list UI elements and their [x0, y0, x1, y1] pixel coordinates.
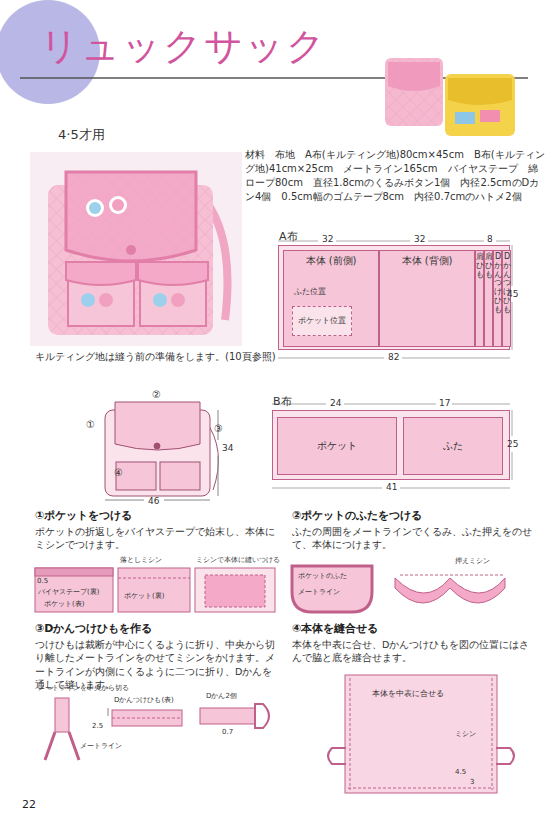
step4-illustration [328, 675, 514, 793]
note-text: 材料 布地 A布(キルティング地)80cm×45cm B布(キルティング地)41… [245, 148, 545, 204]
label: 2.5 [92, 722, 103, 732]
label: ミシンで本体に縫いつける [196, 556, 280, 566]
label: 本体を中表に合せる [372, 688, 444, 699]
label: ② [152, 388, 161, 402]
label: バイヤステープ(裏) [38, 588, 99, 598]
label: ポケット(表) [44, 600, 84, 610]
pattern-piece: ポケット [277, 417, 397, 475]
piece-label: 本体 (背側) [380, 251, 474, 267]
label: 3 [470, 778, 474, 788]
label: 8 [487, 233, 493, 246]
step-heading: 22 [22, 797, 36, 812]
label: ポケットのふた [298, 572, 347, 582]
label: 24 [330, 397, 341, 410]
label: ポケット(裏) [124, 592, 164, 602]
piece-label: ポケット [317, 440, 357, 452]
label: ふた位置 [294, 286, 326, 297]
position-mark: ポケット位置 [292, 306, 352, 336]
piece-heading: B布 [273, 395, 292, 408]
label: ③ [214, 422, 223, 436]
pattern-piece: 本体 (背側) [379, 250, 475, 347]
piece-label: ポケット位置 [298, 316, 346, 326]
note-text: つけひもは裁断が中心にくるように折り、中央から切り離したメートラインをのせてミシ… [35, 638, 280, 691]
dimension-lines [272, 241, 512, 488]
label: 34 [222, 442, 233, 455]
piece-label: Dかんつけひも [503, 253, 511, 315]
label: Dかんつけひも(表) [114, 696, 174, 706]
label: 押えミシン [455, 557, 490, 567]
page-title: リュックサック [40, 20, 327, 73]
label: ミシン [455, 730, 476, 740]
strap-piece: 肩ひも [484, 250, 493, 347]
label: 0.7 [222, 728, 233, 738]
step-heading: ④本体を縫合せる [292, 621, 378, 636]
bag-sketch [105, 402, 218, 500]
step-heading: ②ポケットのふたをつける [292, 508, 422, 523]
piece-label: 肩ひも [476, 253, 484, 279]
tab-piece: Dかんつけひも [493, 250, 502, 347]
step-heading: ①ポケットをつける [35, 508, 132, 523]
label: メートライン [298, 588, 340, 598]
fabric-layout: B布ポケットふた [272, 410, 510, 480]
label: メートライン [80, 742, 122, 752]
piece-label: Dかんつけひも [494, 253, 502, 315]
note-text: ふたの周囲をメートラインでくるみ、ふた押えをのせて、本体につけます。 [292, 525, 532, 552]
note-text: ポケットの折返しをバイヤステープで始末し、本体にミシンでつけます。 [35, 525, 280, 552]
strap-piece: 肩ひも [475, 250, 484, 347]
label: 25 [507, 438, 518, 451]
step-heading: 4·5才用 [58, 126, 105, 144]
label: Dかん2個 [206, 692, 237, 702]
label: 41 [386, 481, 397, 494]
label: 0.5 [37, 577, 48, 587]
fabric-layout: A布本体 (前側)ポケット位置本体 (背側)肩ひも肩ひもDかんつけひもDかんつけ… [278, 245, 510, 350]
note-text: 本体を中表に合せ、Dかんつけひもを図の位置にはさんで脇と底を縫合せます。 [292, 638, 532, 665]
label: 46 [148, 495, 159, 508]
backpack-photo [30, 152, 242, 346]
piece-heading: A布 [279, 230, 298, 243]
label: メートラインを中央から切る [38, 684, 129, 694]
label: キルティング地は縫う前の準備をします。(10頁参照) [35, 350, 276, 364]
label: 82 [388, 351, 399, 364]
step-heading: ③Dかんつけひもを作る [35, 621, 152, 636]
piece-label: 本体 (前側) [284, 251, 378, 267]
label: 17 [439, 397, 450, 410]
label: 32 [322, 233, 333, 246]
label: ① [86, 418, 95, 432]
step3-illustration [45, 698, 269, 760]
pattern-piece: 本体 (前側) ポケット位置 [283, 250, 379, 347]
pattern-piece: ふた [403, 417, 503, 475]
step2-illustration [292, 566, 505, 612]
piece-label: 肩ひも [485, 253, 493, 279]
label: 4.5 [455, 768, 466, 778]
piece-label: ふた [443, 440, 463, 452]
label: 32 [414, 233, 425, 246]
label: ④ [114, 466, 123, 480]
label: 45 [507, 288, 518, 301]
label: 落としミシン [120, 556, 162, 566]
photo-small [385, 58, 515, 136]
step1-illustration [35, 568, 275, 612]
